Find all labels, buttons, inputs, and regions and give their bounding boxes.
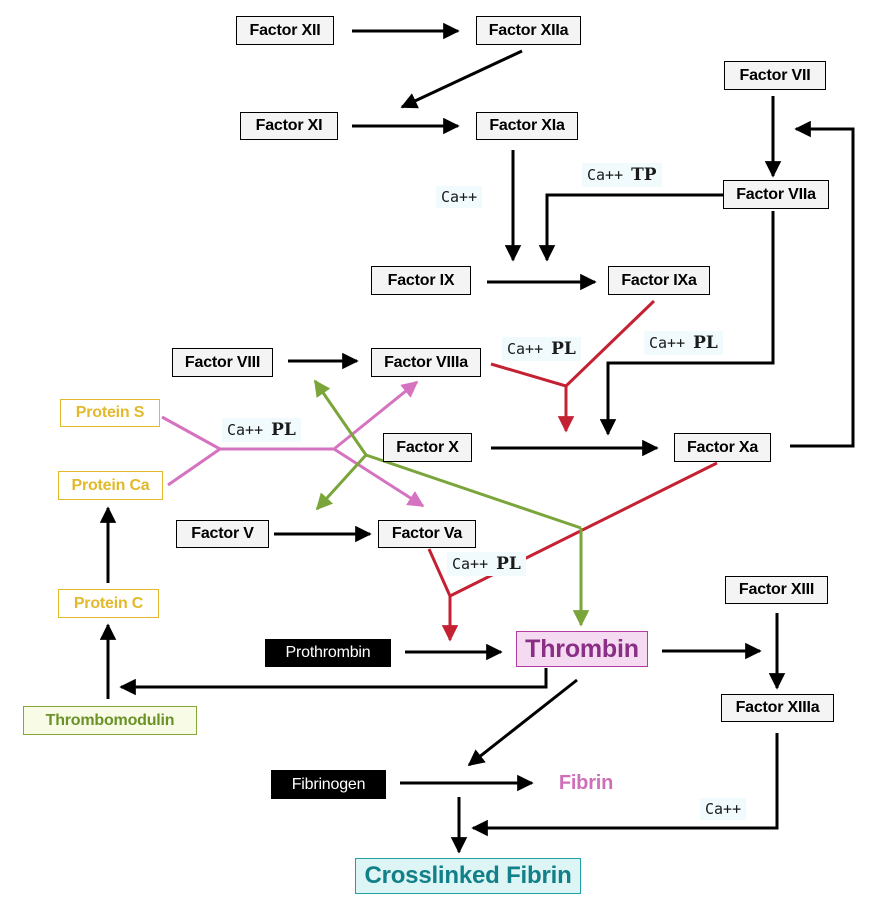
cofactor-label-ca-pl-5a: Ca++PL bbox=[447, 552, 526, 576]
factor-viii-box: Factor VIII bbox=[172, 348, 273, 377]
factor-xi-box: Factor XI bbox=[240, 112, 338, 140]
arrow-thrombin-to-protein-c-path bbox=[119, 668, 548, 696]
arrow-f12a-to-f11 bbox=[400, 49, 523, 109]
thrombomodulin-box: Thrombomodulin bbox=[23, 706, 197, 735]
cofactor-label-ca-pl-7a: Ca++PL bbox=[644, 331, 723, 355]
pink-line-protein-s bbox=[161, 415, 221, 451]
cofactor-label-ca-11a: Ca++ bbox=[436, 186, 483, 208]
arrow-f10a-feedback-to-f7 bbox=[790, 120, 855, 448]
cofactor-label-ca-pl-protein: Ca++PL bbox=[222, 418, 301, 442]
factor-viiia-box: Factor VIIIa bbox=[371, 348, 481, 377]
factor-xii-box: Factor XII bbox=[236, 16, 334, 45]
cofactor-label-ca-tp: Ca++TP bbox=[582, 163, 662, 187]
arrow-f7a-to-f10a bbox=[599, 211, 775, 436]
red-line-f8a bbox=[490, 362, 567, 388]
protein-ca-box: Protein Ca bbox=[58, 471, 163, 500]
factor-xiii-box: Factor XIII bbox=[725, 576, 828, 604]
factor-xa-box: Factor Xa bbox=[674, 433, 771, 462]
factor-ix-box: Factor IX bbox=[371, 266, 471, 295]
red-line-f5a bbox=[427, 548, 452, 597]
green-arrow-to-f5 bbox=[315, 453, 368, 511]
factor-x-box: Factor X bbox=[383, 433, 472, 462]
fibrin-label: Fibrin bbox=[558, 771, 614, 794]
green-line-main bbox=[365, 453, 582, 530]
factor-va-box: Factor Va bbox=[378, 520, 476, 548]
cofactor-label-ca-pl-9a: Ca++PL bbox=[502, 337, 581, 361]
protein-s-box: Protein S bbox=[60, 399, 160, 427]
pink-line-protein-ca bbox=[167, 447, 221, 487]
factor-ixa-box: Factor IXa bbox=[608, 266, 710, 295]
factor-xiiia-box: Factor XIIIa bbox=[721, 694, 834, 722]
factor-v-box: Factor V bbox=[176, 520, 269, 548]
fibrinogen-box: Fibrinogen bbox=[271, 770, 386, 799]
red-line-f9a bbox=[564, 299, 656, 388]
prothrombin-box: Prothrombin bbox=[265, 639, 391, 667]
pink-arrow-to-f5a bbox=[333, 447, 425, 508]
arrow-f7a-to-f9 bbox=[538, 193, 723, 262]
arrow-thrombin-to-fibrinogen bbox=[467, 678, 578, 767]
thrombin-box: Thrombin bbox=[516, 631, 648, 667]
factor-vii-box: Factor VII bbox=[724, 61, 826, 90]
pink-arrow-to-f8a bbox=[333, 380, 419, 451]
cofactor-label-ca-13a: Ca++ bbox=[700, 798, 747, 820]
arrow-f13a-to-crosslinked bbox=[471, 733, 779, 837]
green-arrow-to-f8 bbox=[313, 379, 368, 456]
crosslinked-fibrin-box: Crosslinked Fibrin bbox=[355, 858, 581, 894]
red-line-f10a bbox=[449, 461, 718, 598]
protein-c-box: Protein C bbox=[58, 589, 159, 618]
factor-xiia-box: Factor XIIa bbox=[476, 16, 581, 45]
factor-viia-box: Factor VIIa bbox=[723, 180, 829, 209]
factor-xia-box: Factor XIa bbox=[476, 112, 578, 140]
